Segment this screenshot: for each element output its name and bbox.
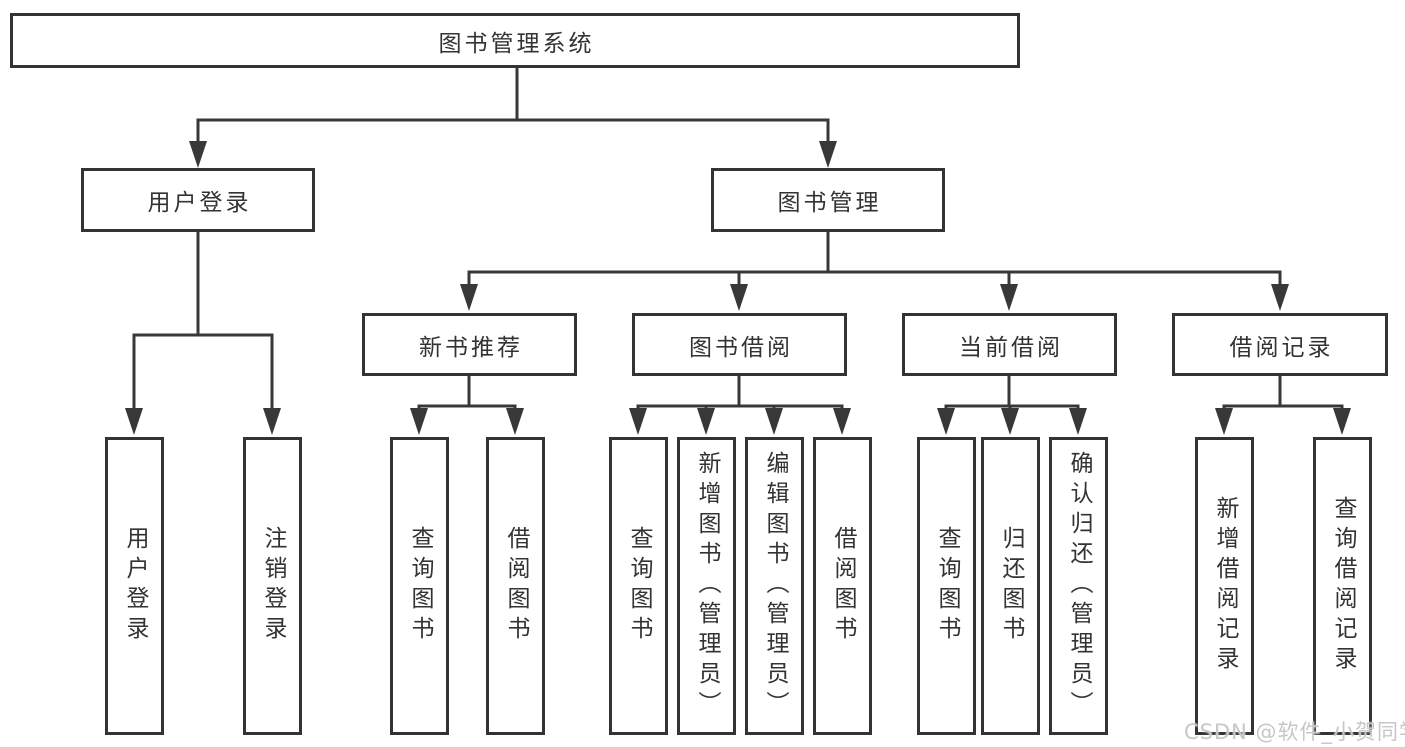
leaf-logout: 注销登录: [243, 437, 302, 735]
leaf-edit-books-admin: 编辑图书（管理员）: [745, 437, 804, 735]
node-borrow-records: 借阅记录: [1172, 313, 1388, 376]
leaf-query-books-borrow: 查询图书: [609, 437, 668, 735]
leaf-add-books-admin: 新增图书（管理员）: [677, 437, 736, 735]
node-book-borrow: 图书借阅: [632, 313, 847, 376]
leaf-query-borrow-record: 查询借阅记录: [1313, 437, 1372, 735]
leaf-user-login: 用户登录: [105, 437, 164, 735]
csdn-watermark: CSDN @软件_小贺同学: [1184, 720, 1405, 744]
leaf-borrow-books-recommend: 借阅图书: [486, 437, 545, 735]
leaf-query-books-recommend: 查询图书: [390, 437, 449, 735]
node-current-borrow: 当前借阅: [902, 313, 1117, 376]
leaf-query-books-current: 查询图书: [917, 437, 976, 735]
node-new-book-recommend: 新书推荐: [362, 313, 577, 376]
leaf-borrow-books: 借阅图书: [813, 437, 872, 735]
node-root-system: 图书管理系统: [10, 13, 1020, 68]
leaf-confirm-return-admin: 确认归还（管理员）: [1049, 437, 1108, 735]
node-book-management: 图书管理: [711, 168, 945, 232]
leaf-return-books: 归还图书: [981, 437, 1040, 735]
node-user-login: 用户登录: [81, 168, 315, 232]
leaf-add-borrow-record: 新增借阅记录: [1195, 437, 1254, 735]
